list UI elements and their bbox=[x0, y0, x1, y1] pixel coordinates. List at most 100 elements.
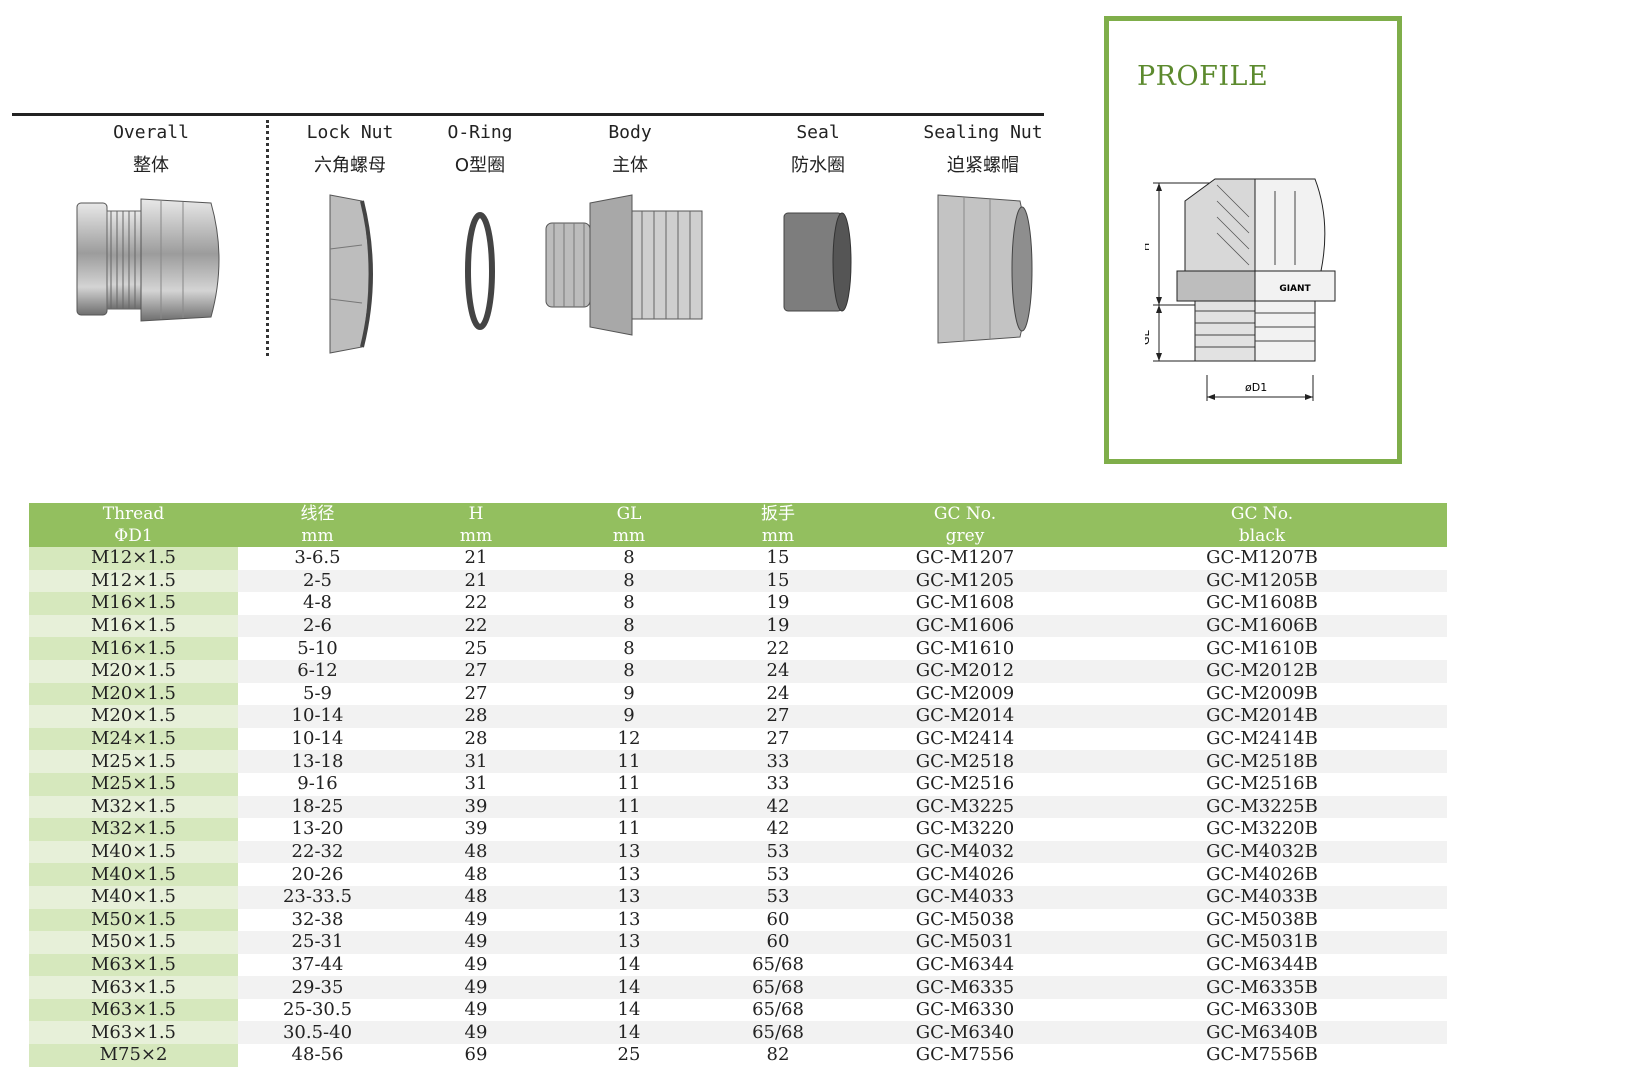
table-cell: 13 bbox=[555, 931, 703, 954]
part-body-en: Body bbox=[608, 122, 652, 143]
table-cell: GC-M1608 bbox=[853, 592, 1077, 615]
table-cell: GC-M7556B bbox=[1077, 1044, 1447, 1067]
table-cell: 14 bbox=[555, 1021, 703, 1045]
table-cell: GC-M5038B bbox=[1077, 908, 1447, 932]
column-header-line2: grey bbox=[945, 526, 985, 546]
table-cell: 5-10 bbox=[238, 637, 397, 660]
table-cell: 15 bbox=[703, 547, 853, 570]
table-cell: M32×1.5 bbox=[29, 795, 238, 819]
table-cell: GC-M6344 bbox=[853, 953, 1077, 977]
table-cell: GC-M4033B bbox=[1077, 885, 1447, 909]
column-header: GC No.black bbox=[1077, 503, 1447, 547]
table-cell: M25×1.5 bbox=[29, 772, 238, 796]
seal-image bbox=[783, 212, 852, 312]
table-cell: 69 bbox=[397, 1044, 555, 1067]
table-cell: M40×1.5 bbox=[29, 885, 238, 909]
table-cell: GC-M2516B bbox=[1077, 772, 1447, 796]
column-header-line2: mm bbox=[612, 526, 646, 546]
table-cell: 14 bbox=[555, 976, 703, 999]
table-cell: 8 bbox=[555, 637, 703, 660]
table-cell: 42 bbox=[703, 795, 853, 819]
table-cell: 9 bbox=[555, 705, 703, 728]
table-cell: GC-M1610 bbox=[853, 637, 1077, 660]
table-cell: 8 bbox=[555, 592, 703, 615]
table-cell: 25-30.5 bbox=[238, 998, 397, 1022]
table-cell: GC-M2518 bbox=[853, 750, 1077, 773]
table-cell: GC-M6335B bbox=[1077, 976, 1447, 999]
table-cell: 8 bbox=[555, 569, 703, 593]
table-cell: GC-M3220 bbox=[853, 818, 1077, 841]
table-cell: GC-M3220B bbox=[1077, 818, 1447, 841]
table-cell: 9 bbox=[555, 682, 703, 706]
column-header-line2: mm bbox=[761, 526, 795, 546]
table-cell: M40×1.5 bbox=[29, 863, 238, 886]
part-sealing-nut-en: Sealing Nut bbox=[923, 122, 1043, 143]
table-cell: 31 bbox=[397, 750, 555, 773]
table-cell: 14 bbox=[555, 953, 703, 977]
table-cell: M32×1.5 bbox=[29, 818, 238, 841]
table-cell: 10-14 bbox=[238, 705, 397, 728]
table-cell: GC-M1606 bbox=[853, 614, 1077, 638]
table-cell: 27 bbox=[703, 727, 853, 751]
table-cell: 48 bbox=[397, 863, 555, 886]
table-cell: GC-M2012 bbox=[853, 659, 1077, 683]
part-o-ring: O-Ring O型圈 bbox=[438, 122, 522, 347]
table-cell: 65/68 bbox=[703, 998, 853, 1022]
table-cell: 39 bbox=[397, 795, 555, 819]
part-sealing-nut: Sealing Nut 迫紧螺帽 bbox=[918, 122, 1048, 349]
top-rule bbox=[12, 113, 1044, 116]
table-cell: GC-M4026 bbox=[853, 863, 1077, 886]
table-cell: M16×1.5 bbox=[29, 637, 238, 660]
table-cell: M63×1.5 bbox=[29, 976, 238, 999]
table-cell: GC-M2518B bbox=[1077, 750, 1447, 773]
table-cell: 19 bbox=[703, 614, 853, 638]
table-cell: 13 bbox=[555, 908, 703, 932]
part-overall-en: Overall bbox=[113, 122, 189, 143]
table-cell: M24×1.5 bbox=[29, 727, 238, 751]
part-seal: Seal 防水圈 bbox=[768, 122, 868, 325]
part-lock-nut-cn: 六角螺母 bbox=[314, 155, 386, 176]
table-cell: 28 bbox=[397, 705, 555, 728]
table-cell: 25-31 bbox=[238, 931, 397, 954]
table-cell: 15 bbox=[703, 569, 853, 593]
table-cell: M12×1.5 bbox=[29, 569, 238, 593]
table-cell: 53 bbox=[703, 863, 853, 886]
part-sealing-nut-cn: 迫紧螺帽 bbox=[947, 155, 1019, 176]
part-seal-cn: 防水圈 bbox=[791, 155, 845, 176]
overall-gland-image bbox=[76, 198, 220, 322]
table-cell: GC-M2009 bbox=[853, 682, 1077, 706]
table-cell: GC-M6335 bbox=[853, 976, 1077, 999]
table-cell: GC-M2014B bbox=[1077, 705, 1447, 728]
table-cell: M12×1.5 bbox=[29, 547, 238, 570]
table-cell: GC-M1207 bbox=[853, 547, 1077, 570]
table-cell: 8 bbox=[555, 659, 703, 683]
table-cell: GC-M2012B bbox=[1077, 659, 1447, 683]
table-cell: 49 bbox=[397, 908, 555, 932]
table-cell: GC-M5038 bbox=[853, 908, 1077, 932]
table-cell: 49 bbox=[397, 976, 555, 999]
table-cell: GC-M1606B bbox=[1077, 614, 1447, 638]
column-header-line1: GC No. bbox=[1230, 504, 1294, 524]
part-lock-nut-en: Lock Nut bbox=[306, 122, 394, 143]
table-cell: M25×1.5 bbox=[29, 750, 238, 773]
table-cell: 65/68 bbox=[703, 976, 853, 999]
table-cell: 11 bbox=[555, 750, 703, 773]
table-cell: 49 bbox=[397, 931, 555, 954]
part-overall-cn: 整体 bbox=[133, 155, 169, 176]
table-cell: M63×1.5 bbox=[29, 998, 238, 1022]
table-cell: 42 bbox=[703, 818, 853, 841]
table-cell: 20-26 bbox=[238, 863, 397, 886]
table-cell: GC-M6330 bbox=[853, 998, 1077, 1022]
part-overall: Overall 整体 bbox=[60, 122, 242, 331]
